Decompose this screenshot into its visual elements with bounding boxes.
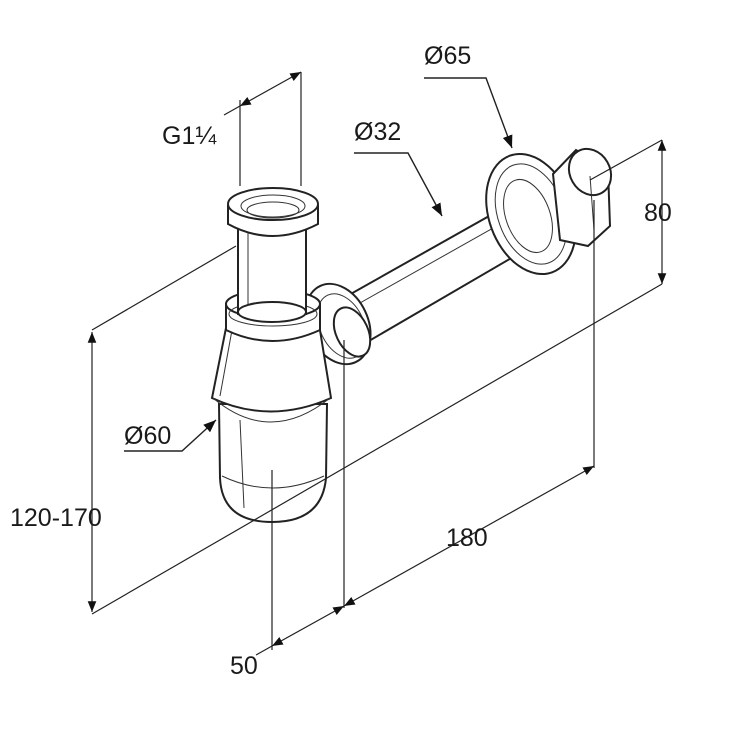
wall-pipe-end <box>551 147 613 248</box>
leader-pipe <box>354 152 443 217</box>
bottle-trap <box>210 187 333 524</box>
leaders <box>124 77 513 452</box>
leader-bottle <box>124 419 217 452</box>
dim-line-thread-ext <box>223 105 241 116</box>
label-trap-offset: 50 <box>230 652 258 680</box>
label-wall-offset: 80 <box>644 199 672 227</box>
extension-lines <box>91 72 663 650</box>
label-height-range: 120-170 <box>10 504 102 532</box>
label-rosette-diameter: Ø65 <box>424 42 471 70</box>
dim-line-trap-offset-ext <box>255 645 273 656</box>
dimension-lines <box>87 71 667 656</box>
dim-line-depth <box>343 465 595 607</box>
label-depth: 180 <box>446 524 488 552</box>
leader-rosette <box>424 77 513 149</box>
label-thread: G1¼ <box>162 122 217 150</box>
dim-line-trap-offset <box>271 605 345 647</box>
dim-line-thread <box>239 71 302 107</box>
label-pipe-diameter: Ø32 <box>354 118 401 146</box>
label-bottle-diameter: Ø60 <box>124 422 171 450</box>
